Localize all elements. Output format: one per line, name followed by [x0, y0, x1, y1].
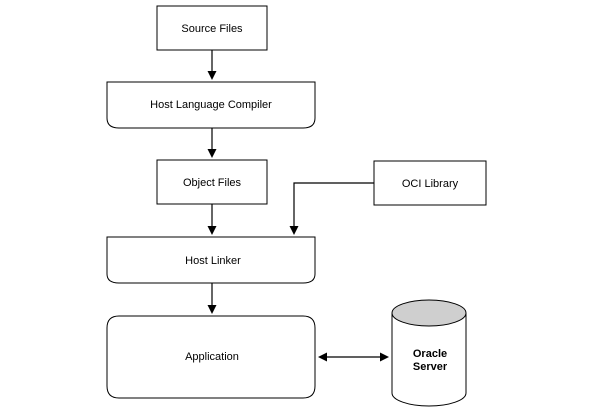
host-linker-label: Host Linker: [185, 255, 241, 267]
node-host-language-compiler: Host Language Compiler: [106, 81, 316, 129]
node-object-files: Object Files: [156, 159, 268, 205]
node-application: Application: [106, 315, 316, 399]
node-host-linker: Host Linker: [106, 236, 316, 284]
arrow-object-files-to-linker: [207, 204, 217, 235]
host-language-compiler-label: Host Language Compiler: [150, 99, 272, 111]
application-label: Application: [185, 351, 239, 363]
source-files-label: Source Files: [181, 23, 243, 35]
oracle-server-label-line2: Server: [413, 361, 448, 373]
node-source-files: Source Files: [156, 5, 268, 51]
arrow-source-to-compiler: [207, 50, 217, 80]
arrow-application-oracle-bidirectional: [318, 352, 389, 362]
arrow-compiler-to-object-files: [207, 128, 217, 158]
node-oracle-server: Oracle Server: [391, 299, 467, 407]
node-oci-library: OCI Library: [373, 160, 487, 206]
arrow-oci-library-to-linker: [289, 182, 374, 235]
cylinder-top: [391, 299, 467, 327]
arrow-linker-to-application: [207, 283, 217, 314]
oracle-server-label-line1: Oracle: [413, 348, 447, 360]
object-files-label: Object Files: [183, 177, 242, 189]
oci-library-label: OCI Library: [402, 178, 459, 190]
